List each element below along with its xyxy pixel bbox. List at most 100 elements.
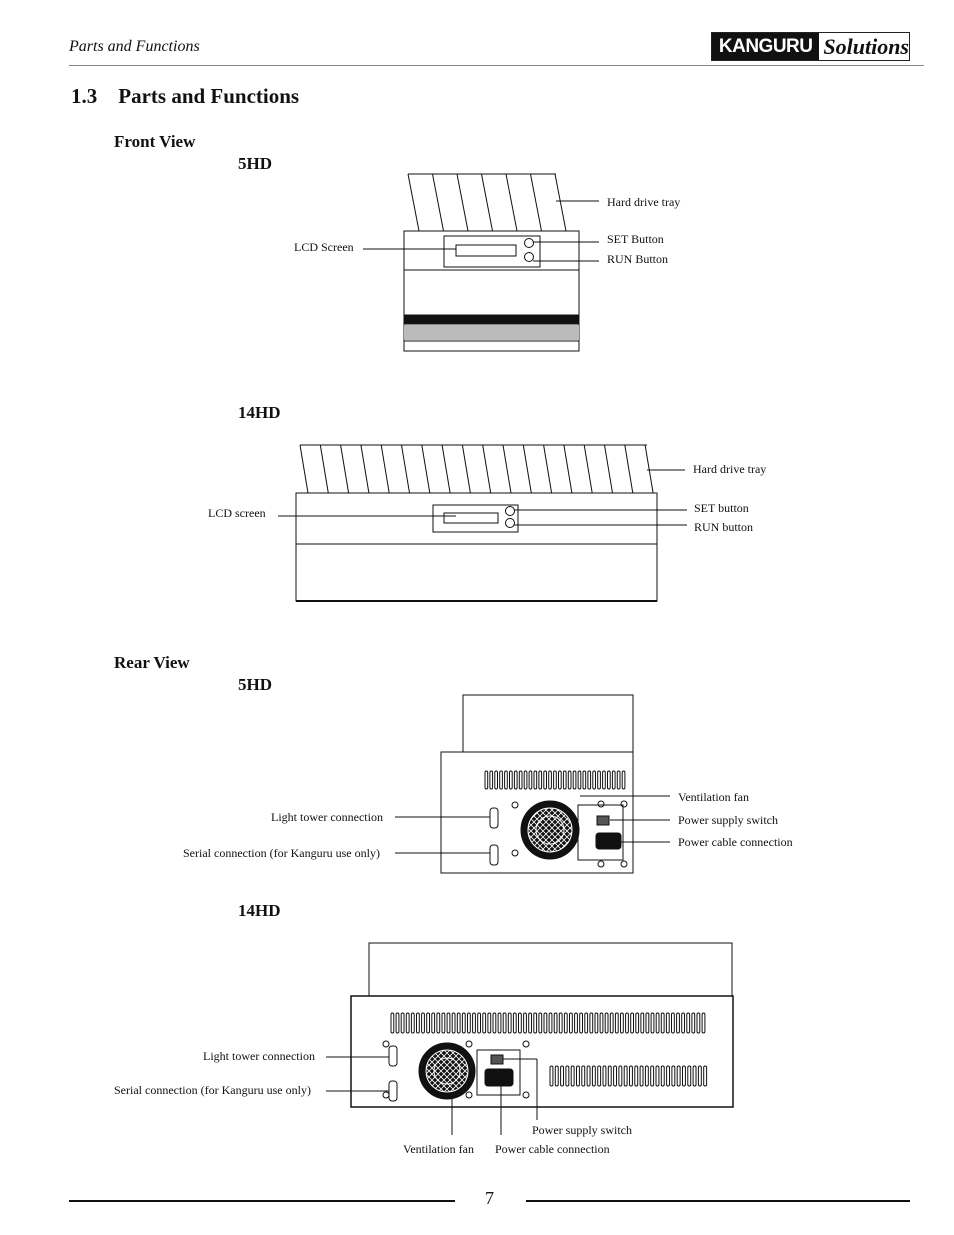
vent-slot — [494, 770, 498, 790]
vent-slot — [692, 1065, 697, 1087]
vent-slot — [567, 770, 572, 790]
vent-slot — [599, 1012, 604, 1034]
vent-slot — [697, 1065, 702, 1087]
vent-slot — [461, 1012, 466, 1034]
vent-slot — [602, 770, 606, 790]
vent-slot — [639, 1065, 644, 1087]
vent-slot — [607, 1065, 612, 1087]
vent-slot — [611, 770, 616, 790]
vent-slot — [616, 770, 621, 790]
vent-slot — [570, 1065, 575, 1087]
rear-5hd-vent-slots — [484, 770, 626, 790]
front-5hd-lcd-panel — [443, 235, 541, 268]
vent-slot — [623, 1065, 628, 1087]
vent-slot — [640, 1012, 645, 1034]
tray-edge — [421, 444, 431, 494]
label-14hd-hard-drive-tray: Hard drive tray — [693, 462, 767, 476]
front-14hd-heading: 14HD — [238, 403, 281, 422]
vent-slot — [523, 770, 528, 790]
vent-slot — [477, 1012, 482, 1034]
rear-5hd-serial-port — [489, 844, 499, 866]
vent-slot — [410, 1012, 415, 1034]
label-rear-5hd-power-switch: Power supply switch — [678, 813, 778, 827]
vent-slot — [614, 1012, 619, 1034]
tray-edge — [461, 444, 471, 494]
vent-slot — [543, 770, 547, 790]
vent-slot — [591, 1065, 596, 1087]
vent-slot — [426, 1012, 431, 1034]
front-5hd-unit — [363, 173, 599, 352]
rear-14hd-power-socket — [484, 1068, 514, 1087]
rear-view-heading: Rear View — [114, 653, 190, 672]
rear-14hd-heading: 14HD — [238, 901, 281, 920]
tray-edge — [505, 173, 518, 232]
vent-slot — [528, 1012, 533, 1034]
vent-slot — [660, 1012, 665, 1034]
vent-slot — [602, 1065, 607, 1087]
vent-slot — [589, 1012, 594, 1034]
rear-5hd-unit — [395, 694, 670, 874]
vent-slot — [686, 1012, 691, 1034]
vent-slot — [390, 1012, 395, 1034]
vent-slot — [687, 1065, 692, 1087]
section-title: 1.3 Parts and Functions — [71, 84, 300, 108]
vent-slot — [682, 1065, 686, 1087]
vent-slot — [620, 1012, 624, 1034]
front-14hd-hard-drive-trays — [299, 444, 654, 494]
vent-slot — [549, 1065, 554, 1087]
vent-slot — [579, 1012, 584, 1034]
vent-slot — [518, 770, 523, 790]
vent-slot — [553, 1012, 558, 1034]
vent-slot — [558, 770, 562, 790]
vent-slot — [509, 770, 513, 790]
vent-slot — [489, 770, 494, 790]
vent-slot — [592, 770, 596, 790]
vent-slot — [703, 1065, 708, 1087]
vent-slot — [621, 770, 626, 790]
label-rear-14hd-ventilation-fan: Ventilation fan — [403, 1142, 474, 1156]
label-5hd-hard-drive-tray: Hard drive tray — [607, 195, 681, 209]
rear-14hd-power-switch — [490, 1054, 504, 1065]
rear-5hd-power-switch — [596, 815, 610, 826]
vent-slot — [666, 1065, 671, 1087]
tray-edge — [482, 444, 492, 494]
vent-slot — [586, 1065, 591, 1087]
vent-slot — [650, 1065, 655, 1087]
vent-slot — [441, 1012, 446, 1034]
vent-slot — [558, 1012, 563, 1034]
tray-edge — [624, 444, 634, 494]
rear-5hd-power-socket — [595, 832, 622, 850]
vent-slot — [502, 1012, 507, 1034]
vent-slot — [671, 1065, 676, 1087]
label-rear-5hd-power-cable: Power cable connection — [678, 835, 793, 849]
vent-slot — [538, 770, 543, 790]
vent-slot — [587, 770, 592, 790]
vent-slot — [507, 1012, 512, 1034]
vent-slot — [650, 1012, 655, 1034]
tray-edge — [319, 444, 329, 494]
label-rear-14hd-light-tower: Light tower connection — [203, 1049, 315, 1063]
tray-edge — [380, 444, 390, 494]
tray-edge — [401, 444, 410, 494]
vent-slot — [416, 1012, 420, 1034]
page-number: 7 — [485, 1188, 494, 1208]
tray-edge — [522, 444, 532, 494]
tray-edge — [360, 444, 370, 494]
vent-slot — [581, 1065, 586, 1087]
vent-slot — [456, 1012, 461, 1034]
vent-slot — [431, 1012, 436, 1034]
rear-14hd-serial-port — [388, 1080, 398, 1102]
rear-14hd-unit — [326, 942, 734, 1135]
tray-edge — [644, 444, 654, 494]
vent-slot — [613, 1065, 618, 1087]
vent-slot — [436, 1012, 441, 1034]
vent-slot — [446, 1012, 451, 1034]
tray-edge — [563, 444, 573, 494]
vent-slot — [499, 770, 503, 790]
vent-slot — [572, 770, 577, 790]
header-title: Parts and Functions — [69, 38, 200, 55]
front-14hd-set-button — [505, 506, 515, 516]
vent-slot — [594, 1012, 599, 1034]
vent-slot — [681, 1012, 686, 1034]
vent-slot — [655, 1065, 660, 1087]
